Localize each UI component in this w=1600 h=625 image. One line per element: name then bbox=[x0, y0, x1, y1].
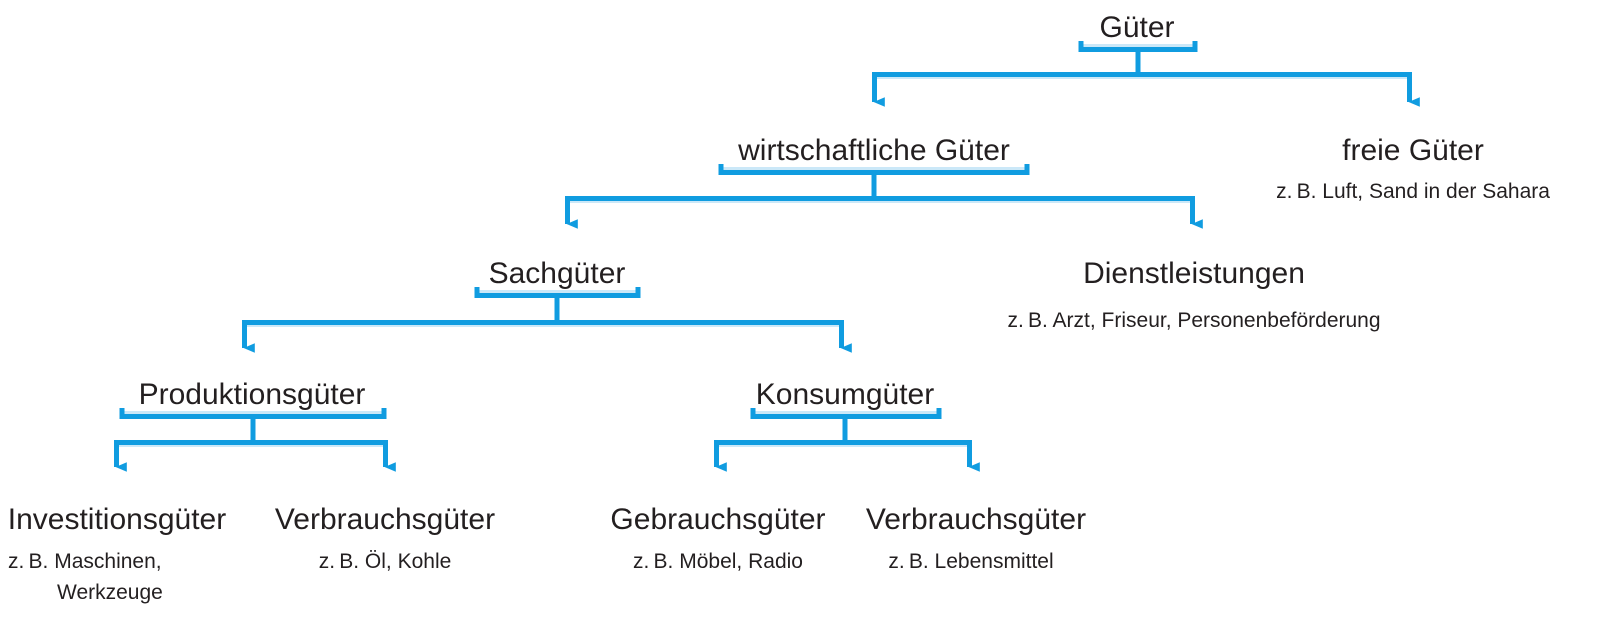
node-wirtschaftliche-gueter-label: wirtschaftliche Güter bbox=[737, 134, 1010, 167]
node-investitionsgueter-example-line1: z. B. Maschinen, bbox=[8, 550, 162, 573]
bracket-wirtschaftliche-gueter bbox=[718, 164, 1030, 175]
node-investitionsgueter-label: Investitionsgüter bbox=[8, 503, 226, 536]
node-verbrauchsgueter-produktion-label: Verbrauchsgüter bbox=[275, 503, 495, 536]
node-gueter: Güter bbox=[1078, 11, 1198, 52]
edge-gueter-split bbox=[872, 52, 1412, 79]
edge-wirtschaftliche-split bbox=[565, 175, 1195, 203]
node-sachgueter: Sachgüter bbox=[474, 257, 641, 298]
node-sachgueter-label: Sachgüter bbox=[489, 257, 626, 290]
bracket-konsumgueter bbox=[750, 408, 942, 419]
node-dienstleistungen-label: Dienstleistungen bbox=[1083, 257, 1305, 290]
edge-produktionsgueter-split bbox=[114, 419, 388, 447]
node-gueter-label: Güter bbox=[1099, 11, 1174, 44]
node-verbrauchsgueter-konsum: Verbrauchsgüter z. B. Lebensmittel bbox=[866, 503, 1086, 573]
node-wirtschaftliche-gueter: wirtschaftliche Güter bbox=[718, 134, 1030, 175]
node-verbrauchsgueter-konsum-label: Verbrauchsgüter bbox=[866, 503, 1086, 536]
node-produktionsgueter-label: Produktionsgüter bbox=[139, 378, 366, 411]
node-gebrauchsgueter-example: z. B. Möbel, Radio bbox=[633, 550, 803, 573]
node-dienstleistungen: Dienstleistungen z. B. Arzt, Friseur, Pe… bbox=[1007, 257, 1380, 332]
bracket-sachgueter bbox=[474, 287, 641, 298]
node-verbrauchsgueter-konsum-example: z. B. Lebensmittel bbox=[888, 550, 1053, 573]
node-freie-gueter-example: z. B. Luft, Sand in der Sahara bbox=[1276, 180, 1550, 203]
node-freie-gueter-label: freie Güter bbox=[1342, 134, 1484, 167]
node-verbrauchsgueter-produktion-example: z. B. Öl, Kohle bbox=[319, 550, 452, 573]
node-dienstleistungen-example: z. B. Arzt, Friseur, Personenbeförderung bbox=[1007, 309, 1380, 332]
node-investitionsgueter: Investitionsgüter z. B. Maschinen, Werkz… bbox=[8, 503, 226, 604]
bracket-produktionsgueter bbox=[119, 408, 387, 419]
node-verbrauchsgueter-produktion: Verbrauchsgüter z. B. Öl, Kohle bbox=[275, 503, 495, 573]
node-freie-gueter: freie Güter z. B. Luft, Sand in der Saha… bbox=[1276, 134, 1550, 203]
node-konsumgueter-label: Konsumgüter bbox=[756, 378, 934, 411]
node-gebrauchsgueter-label: Gebrauchsgüter bbox=[610, 503, 825, 536]
node-investitionsgueter-example-line2: Werkzeuge bbox=[57, 581, 163, 604]
edge-sachgueter-split bbox=[242, 298, 844, 327]
node-gebrauchsgueter: Gebrauchsgüter z. B. Möbel, Radio bbox=[610, 503, 825, 573]
node-konsumgueter: Konsumgüter bbox=[750, 378, 942, 419]
bracket-gueter bbox=[1078, 41, 1198, 52]
edge-konsumgueter-split bbox=[714, 419, 972, 447]
node-produktionsgueter: Produktionsgüter bbox=[119, 378, 387, 419]
